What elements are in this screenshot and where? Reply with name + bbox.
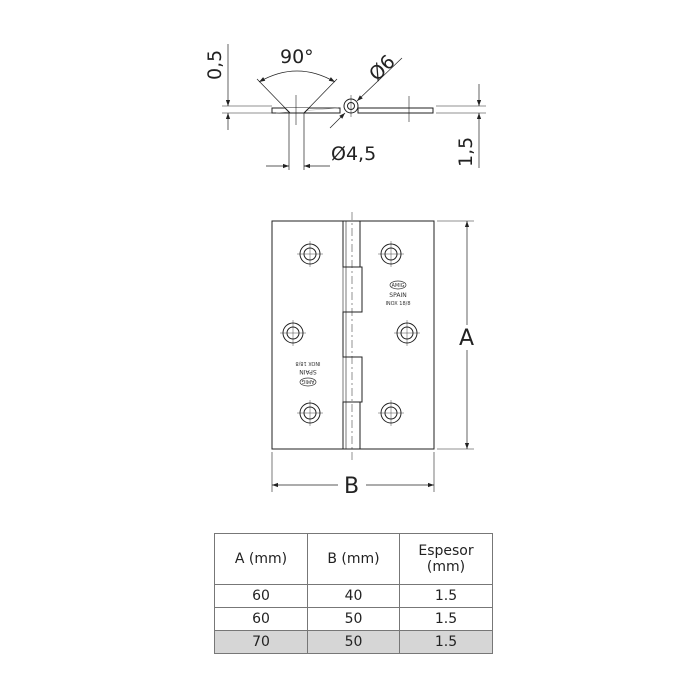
dimensions-table: A (mm) B (mm) Espesor (mm) 60 40 1.5 60 …: [214, 533, 493, 654]
thickness-label: 0,5: [204, 50, 226, 80]
table-row: 60 40 1.5: [214, 584, 493, 608]
cell-b: 50: [307, 607, 400, 631]
cell-b: 40: [307, 584, 400, 608]
header-a: A (mm): [214, 533, 308, 585]
right-leaf-section: [357, 107, 434, 114]
stamp-country: SPAIN: [299, 368, 316, 375]
stamp-material: INOX 18/8: [295, 360, 320, 366]
table-header-row: A (mm) B (mm) Espesor (mm): [214, 533, 493, 585]
cell-a: 60: [214, 607, 308, 631]
total-thickness-label: 1,5: [455, 137, 477, 167]
screw-hole: [378, 241, 404, 267]
maker-stamp-right: AMIG SPAIN INOX 18/8: [385, 280, 411, 307]
stamp-country: SPAIN: [389, 292, 406, 299]
screw-hole: [297, 400, 323, 426]
countersink: [284, 107, 310, 114]
angle-label: 90°: [280, 46, 314, 68]
header-b: B (mm): [307, 533, 400, 585]
cell-thickness: 1.5: [399, 607, 493, 631]
stamp-logo: AMIG: [391, 283, 404, 289]
height-label-a: A: [459, 326, 474, 351]
cell-a: 60: [214, 584, 308, 608]
screw-hole: [378, 400, 404, 426]
screw-hole: [394, 320, 420, 346]
screw-hole: [297, 241, 323, 267]
table-row-highlighted: 70 50 1.5: [214, 630, 493, 654]
hinge-outline: [271, 220, 435, 450]
cell-a: 70: [214, 630, 308, 654]
maker-stamp-left: AMIG SPAIN INOX 18/8: [295, 360, 321, 387]
stamp-material: INOX 18/8: [385, 301, 410, 307]
pin-diameter-label: Ø6: [365, 51, 400, 86]
front-view: [271, 212, 474, 492]
hole-diameter-label: Ø4,5: [331, 143, 376, 165]
side-view: [222, 44, 486, 170]
header-thickness: Espesor (mm): [399, 533, 493, 585]
knuckle-segments: [342, 212, 363, 463]
table-row: 60 50 1.5: [214, 607, 493, 631]
cell-b: 50: [307, 630, 400, 654]
cell-thickness: 1.5: [399, 630, 493, 654]
screw-holes: [280, 241, 420, 426]
cell-thickness: 1.5: [399, 584, 493, 608]
screw-hole: [280, 320, 306, 346]
stamp-logo: AMIG: [301, 378, 314, 384]
width-label-b: B: [344, 474, 359, 499]
